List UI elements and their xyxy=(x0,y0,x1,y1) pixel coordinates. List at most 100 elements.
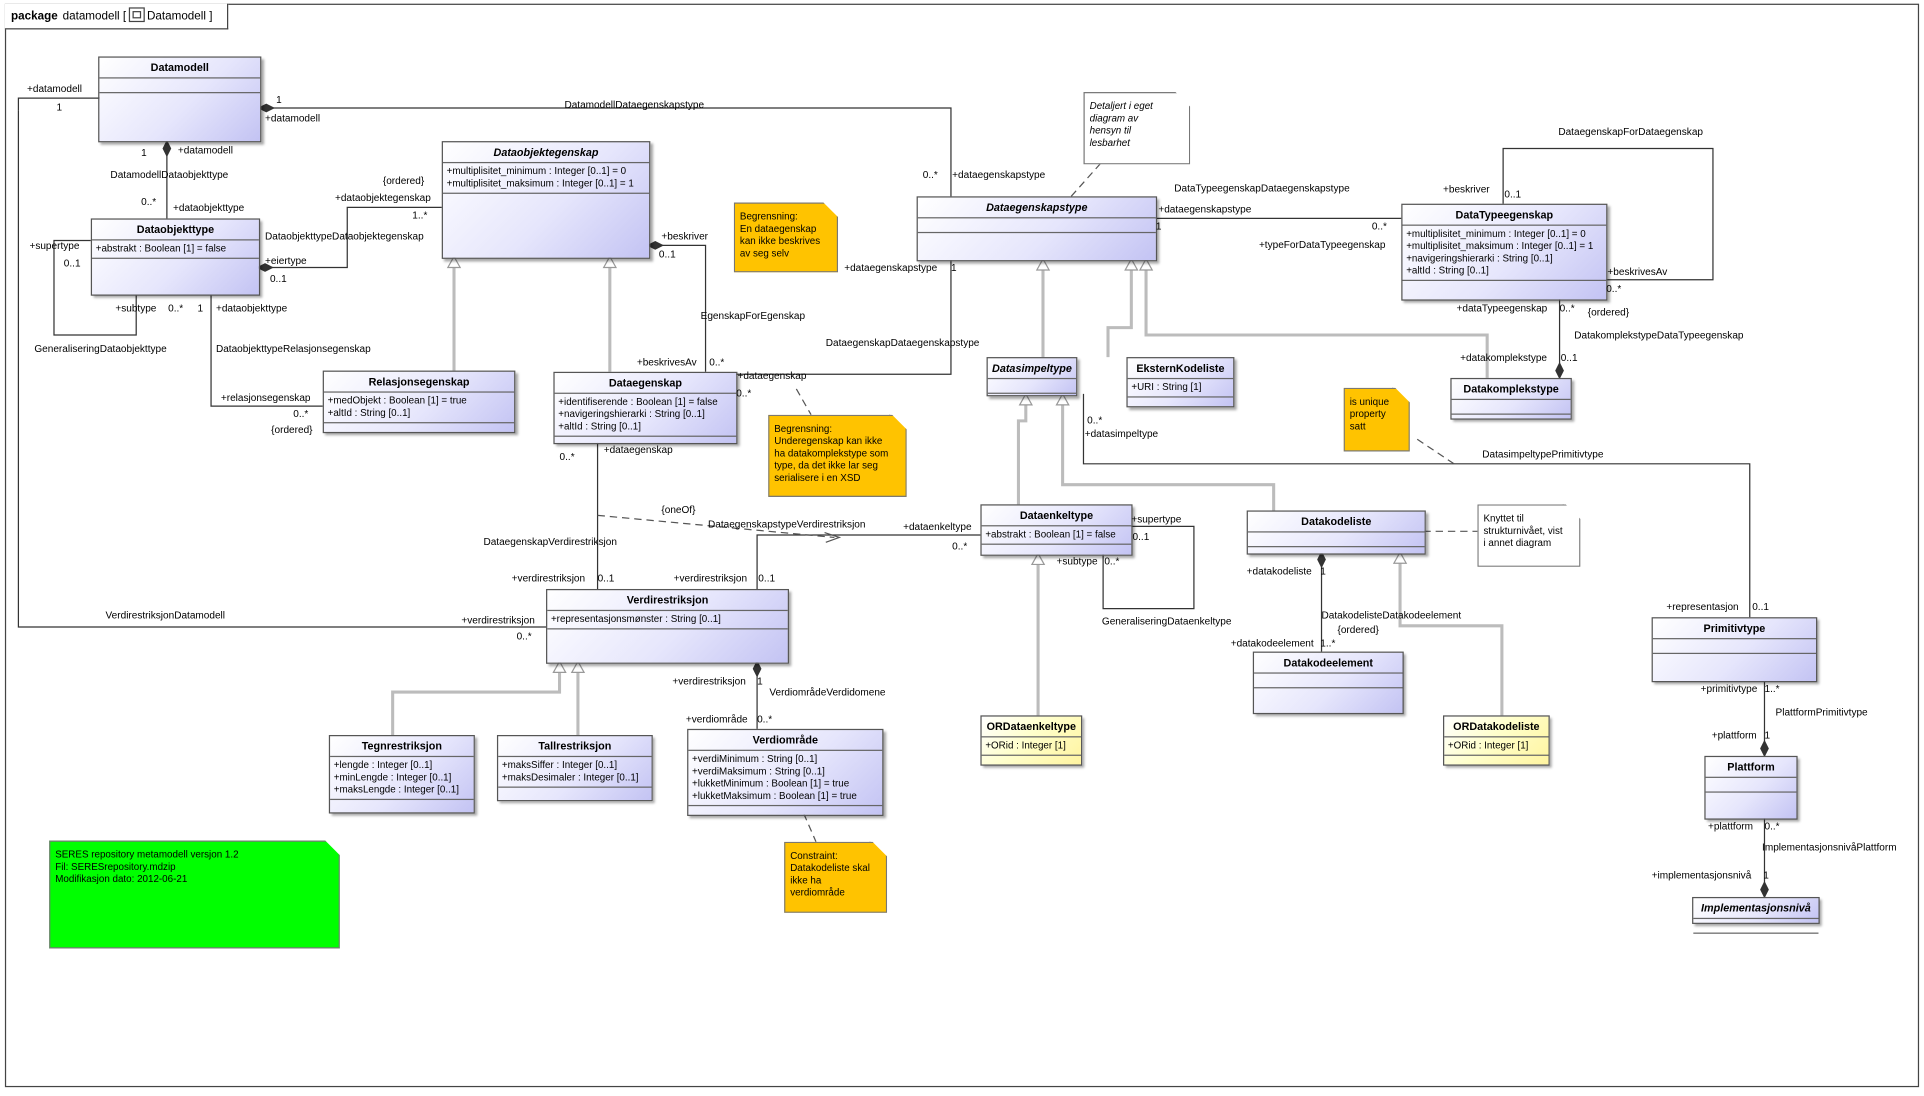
class-operations xyxy=(324,423,514,432)
class-dataegenskapstype[interactable]: Dataegenskapstype xyxy=(916,196,1158,262)
connector-label: +datamodell xyxy=(265,112,321,124)
connector-label: 0..1 xyxy=(63,257,81,269)
class-name: Dataobjekttype xyxy=(92,220,259,241)
class-operations xyxy=(688,806,882,815)
connector-label: +eiertype xyxy=(265,255,307,267)
connector-label: VerdiområdeVerdidomene xyxy=(769,687,886,699)
connector-label: +beskriver xyxy=(1443,184,1490,196)
connector-label: 0..* xyxy=(952,541,968,553)
connector-label: 1 xyxy=(1763,869,1769,882)
class-attribute: +maksSiffer : Integer [0..1] xyxy=(501,759,618,771)
connector-label: {ordered} xyxy=(1587,306,1630,318)
class-ordatakodeliste[interactable]: ORDatakodeliste+ORid : Integer [1] xyxy=(1443,715,1550,766)
association-line xyxy=(1082,393,1751,618)
composition-diamond xyxy=(1555,361,1564,380)
note-line: SERES repository metamodell versjon 1.2 xyxy=(55,849,239,861)
connector-label: +verdirestriksjon xyxy=(672,676,746,688)
class-datatypeegenskap[interactable]: DataTypeegenskap+multiplisitet_minimum :… xyxy=(1401,203,1608,301)
class-operations xyxy=(1444,756,1548,765)
note-line: Modifikasjon dato: 2012-06-21 xyxy=(55,873,188,885)
class-relasjonsegenskap[interactable]: Relasjonsegenskap+medObjekt : Boolean [1… xyxy=(322,370,516,434)
class-dataegenskap[interactable]: Dataegenskap+identifiserende : Boolean [… xyxy=(553,371,738,445)
connector-label: +dataobjekttype xyxy=(215,303,288,315)
note-line: serialisere i en XSD xyxy=(774,472,861,484)
class-operations xyxy=(498,788,651,797)
class-dataobjekttype[interactable]: Dataobjekttype+abstrakt : Boolean [1] = … xyxy=(90,218,261,296)
class-attributes: +medObjekt : Boolean [1] = true+altId : … xyxy=(323,393,515,424)
association-line xyxy=(258,107,952,197)
class-attribute: +altId : String [0..1] xyxy=(1406,265,1489,277)
generalization-arrowhead xyxy=(1018,392,1033,406)
connector-label: 0..* xyxy=(1104,555,1120,567)
class-verdirestriksjon[interactable]: Verdirestriksjon+representasjonsmønster … xyxy=(546,588,789,664)
class-operations xyxy=(1452,415,1571,424)
class-name: Plattform xyxy=(1705,757,1797,778)
class-ordataenkeltype[interactable]: ORDataenkeltype+ORid : Integer [1] xyxy=(980,715,1083,766)
class-verdiomrade[interactable]: Verdiområde+verdiMinimum : String [0..1]… xyxy=(687,728,884,816)
connector-label: +datamodell xyxy=(26,83,83,95)
generalization-line xyxy=(1016,404,1028,505)
connector-label: 0..* xyxy=(168,303,184,315)
composition-diamond xyxy=(752,660,762,678)
class-implementasjonsniva[interactable]: Implementasjonsnivå xyxy=(1692,896,1820,934)
connector-label: 0..* xyxy=(559,451,575,463)
class-tegnrestriksjon[interactable]: Tegnrestriksjon+lengde : Integer [0..1]+… xyxy=(328,734,475,814)
class-attribute: +lengde : Integer [0..1] xyxy=(333,759,433,771)
note-line: satt xyxy=(1349,420,1366,432)
class-attribute: +multiplisitet_minimum : Integer [0..1] … xyxy=(446,165,627,177)
connector-label: DatamodellDataegenskapstype xyxy=(564,99,705,111)
connector-label: 0..* xyxy=(922,169,938,181)
class-attributes: +ORid : Integer [1] xyxy=(981,737,1082,756)
connector-label: +datakomplekstype xyxy=(1460,352,1548,364)
note-line: En dataegenskap xyxy=(739,223,817,235)
class-dataobjektegenskap[interactable]: Dataobjektegenskap+multiplisitet_minimum… xyxy=(441,141,651,259)
class-datakompleksttype[interactable]: Datakomplekstype xyxy=(1450,377,1572,420)
class-attributes xyxy=(1254,674,1403,689)
composition-diamond xyxy=(1760,739,1769,758)
class-attribute: +maksDesimaler : Integer [0..1] xyxy=(501,771,639,783)
class-dataenkeltype[interactable]: Dataenkeltype+abstrakt : Boolean [1] = f… xyxy=(980,504,1133,556)
connector-label: 1 xyxy=(1320,565,1326,577)
connector-label: +subtype xyxy=(115,303,157,315)
connector-label: 0..1 xyxy=(597,573,615,585)
note-line: Knyttet til xyxy=(1483,512,1524,524)
class-name: ORDatakodeliste xyxy=(1444,717,1549,738)
connector-label: GeneraliseringDataenkeltype xyxy=(1101,615,1232,628)
connector-label: +verdirestriksjon xyxy=(461,614,535,626)
connector-label: 0..* xyxy=(141,196,157,208)
note-anchor-line xyxy=(1416,438,1455,465)
note-anchor-line xyxy=(1070,161,1103,197)
generalization-arrowhead xyxy=(1124,257,1139,271)
class-attributes: +lengde : Integer [0..1]+minLengde : Int… xyxy=(330,757,474,801)
association-line xyxy=(647,244,707,372)
class-attribute: +altId : String [0..1] xyxy=(558,420,641,432)
class-plattform[interactable]: Plattform xyxy=(1704,755,1798,820)
class-attributes: +URI : String [1] xyxy=(1127,379,1234,398)
connector-label: DataTypeegenskapDataegenskapstype xyxy=(1174,182,1350,194)
connector-label: 0..* xyxy=(709,357,725,369)
connector-label: +dataegenskapstype xyxy=(952,169,1046,181)
class-datasimpeltype[interactable]: Datasimpeltype xyxy=(986,357,1078,397)
class-attributes: +maksSiffer : Integer [0..1]+maksDesimal… xyxy=(498,757,652,788)
connector-label: DatamodellDataobjekttype xyxy=(110,169,229,181)
connector-label: PlattformPrimitivtype xyxy=(1775,706,1868,718)
class-eksternkodeliste[interactable]: EksternKodeliste+URI : String [1] xyxy=(1126,357,1235,408)
package-frame xyxy=(4,3,1920,1088)
connector-label: {ordered} xyxy=(1337,624,1379,636)
class-tallrestriksjon[interactable]: Tallrestriksjon+maksSiffer : Integer [0.… xyxy=(496,734,653,802)
connector-label: +verdiområde xyxy=(685,714,748,726)
connector-label: DataegenskapVerdirestriksjon xyxy=(483,536,617,548)
connector-label: +datakodeelement xyxy=(1230,638,1314,650)
class-datakodeliste[interactable]: Datakodeliste xyxy=(1246,510,1426,555)
class-datamodell[interactable]: Datamodell xyxy=(98,56,262,143)
class-datakodeelement[interactable]: Datakodeelement xyxy=(1252,651,1404,715)
class-primitivtype[interactable]: Primitivtype xyxy=(1651,617,1818,683)
